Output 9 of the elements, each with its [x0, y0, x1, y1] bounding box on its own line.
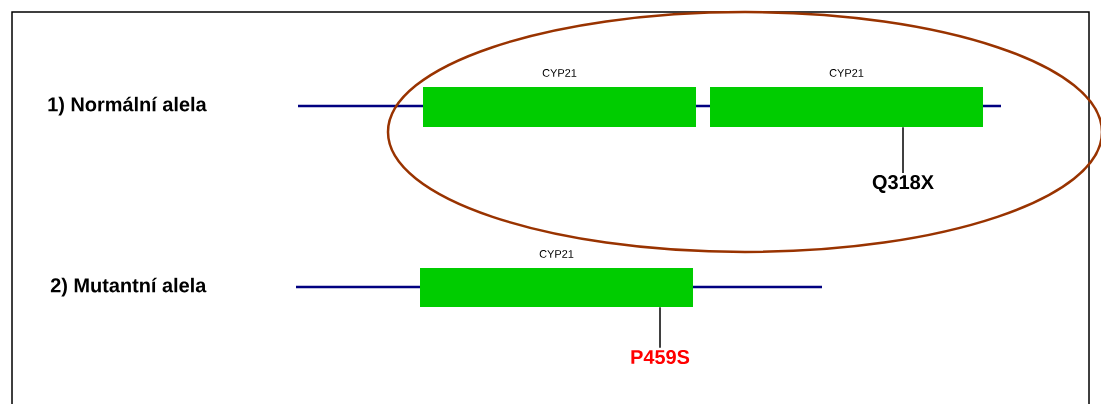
allele-label: 2) Mutantní alela: [50, 277, 207, 297]
mutation-label: P459S: [631, 349, 690, 365]
gene-label: CYP21: [539, 250, 574, 258]
leader-line: [659, 306, 661, 349]
gene-label: CYP21: [829, 69, 864, 77]
gene-label: CYP21: [542, 69, 577, 77]
leader-line: [902, 126, 904, 174]
mutation-label: Q318X: [872, 175, 934, 193]
allele-label: 1) Normální alela: [48, 96, 207, 116]
